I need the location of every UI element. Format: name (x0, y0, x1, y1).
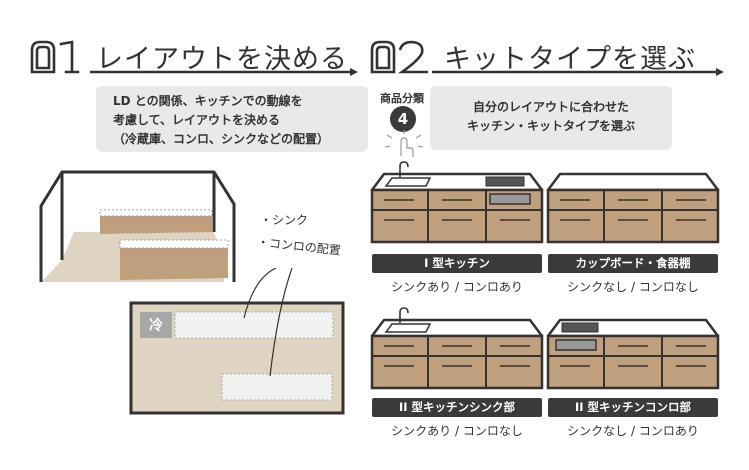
counter-back (99, 209, 213, 234)
kit-spec-ii-sink: シンクあり / コンロなし (391, 424, 523, 438)
kit-spec-ii-stove: シンクなし / コンロあり (567, 424, 699, 438)
room-perspective-illustration (39, 170, 236, 282)
step2-description: 自分のレイアウトに合わせた キッチン・キットタイプを選ぶ (430, 86, 672, 150)
counter-island (119, 239, 229, 280)
step2-desc-line: キッチン・キットタイプを選ぶ (466, 119, 635, 133)
step1-desc-line: LD との関係、キッチンでの動線を (113, 94, 303, 108)
kit-spec-i-type: シンクあり / コンロあり (391, 280, 523, 294)
callout-sink: ・シンク (260, 213, 309, 227)
step2-title: キットタイプを選ぶ (444, 44, 696, 75)
step2-number-graphic (370, 40, 428, 74)
product-category-label: 商品分類 (380, 92, 424, 105)
kit-name-ii-stove: II 型キッチンコンロ部 (548, 398, 718, 417)
step1-description: LD との関係、キッチンでの動線を 考慮して、レイアウトを決める （冷蔵庫、コン… (96, 86, 368, 152)
kit-ii-stove-graphic (546, 318, 720, 390)
kit-i-type-graphic (370, 161, 544, 244)
step1-desc-line: （冷蔵庫、コンロ、シンクなどの配置） (113, 132, 330, 146)
step1-number-graphic (30, 40, 80, 74)
category-number-badge: 4 (390, 106, 416, 132)
step1-title: レイアウトを決める (96, 44, 348, 75)
kit-name-cupboard: カップボード・食器棚 (548, 254, 718, 273)
step1-desc-line: 考慮して、レイアウトを決める (113, 113, 281, 127)
fridge-box (140, 312, 172, 338)
kit-cupboard-graphic (546, 172, 720, 244)
tap-hand-icon (384, 130, 424, 157)
kit-name-ii-sink: II 型キッチンシンク部 (372, 398, 542, 417)
kit-spec-cupboard: シンクなし / コンロなし (567, 280, 699, 294)
kit-name-i-type: I 型キッチン (372, 254, 542, 273)
island-counter-plan (221, 373, 333, 401)
floor-plan-illustration (129, 268, 345, 415)
step2-desc-line: 自分のレイアウトに合わせた (472, 100, 629, 114)
back-counter-plan (174, 311, 334, 339)
kit-ii-sink-graphic (370, 307, 544, 390)
fridge-label: 冷 (149, 318, 163, 334)
